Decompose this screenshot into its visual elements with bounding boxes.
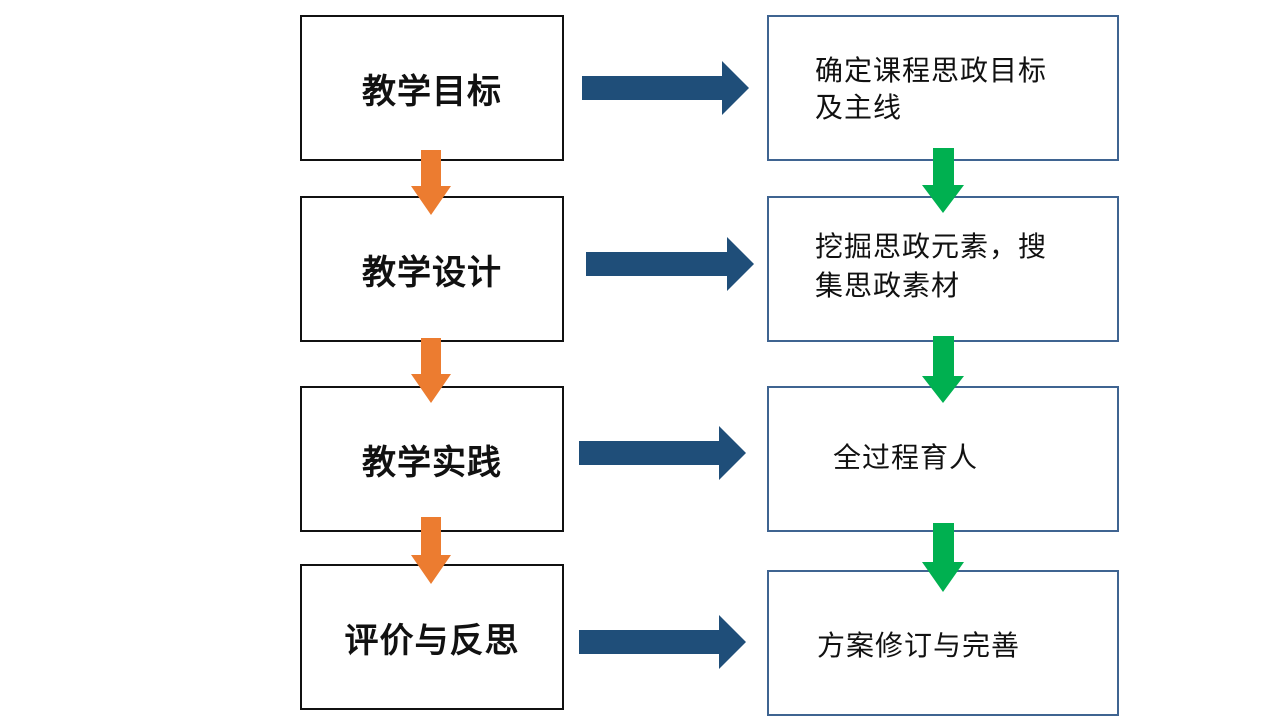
step-label: 教学实践	[362, 442, 502, 483]
step-label: 评价与反思	[344, 620, 520, 661]
green-down-arrow	[922, 336, 964, 403]
blue-right-arrow	[579, 426, 746, 480]
result-box-revision: 方案修订与完善	[767, 570, 1119, 716]
blue-right-arrow	[586, 237, 754, 291]
result-line: 确定课程思政目标	[815, 54, 1048, 87]
result-line: 全过程育人	[833, 441, 979, 474]
blue-right-arrow	[579, 615, 746, 669]
green-down-arrow	[922, 148, 964, 213]
result-line: 挖掘思政元素，搜	[815, 230, 1048, 263]
orange-down-arrow	[411, 517, 451, 584]
result-line: 及主线	[815, 91, 903, 124]
step-label: 教学设计	[362, 252, 502, 293]
blue-right-arrow	[582, 61, 749, 115]
step-label: 教学目标	[362, 71, 502, 112]
orange-down-arrow	[411, 338, 451, 403]
step-box-teaching-goal: 教学目标	[300, 15, 564, 161]
result-line: 集思政素材	[815, 269, 961, 302]
result-box-material: 挖掘思政元素，搜 集思政素材	[767, 196, 1119, 342]
result-box-education: 全过程育人	[767, 386, 1119, 532]
result-box-goal: 确定课程思政目标 及主线	[767, 15, 1119, 161]
result-line: 方案修订与完善	[817, 629, 1021, 662]
step-box-teaching-practice: 教学实践	[300, 386, 564, 532]
green-down-arrow	[922, 523, 964, 592]
orange-down-arrow	[411, 150, 451, 215]
step-box-evaluation: 评价与反思	[300, 564, 564, 710]
